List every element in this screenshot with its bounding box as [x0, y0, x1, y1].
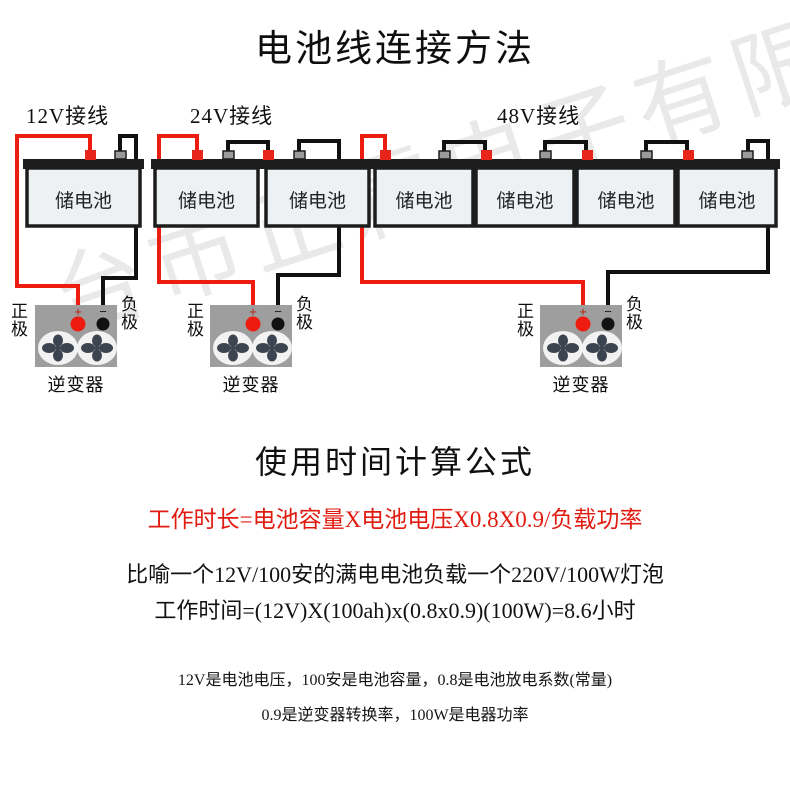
battery-label: 储电池: [177, 191, 235, 212]
section-label-24v: 24V接线: [190, 104, 274, 128]
inverter-name-label: 逆变器: [47, 375, 105, 395]
section-label-48v: 48V接线: [497, 104, 581, 128]
inverter-positive-label: 正极: [517, 302, 534, 339]
svg-text:−: −: [99, 304, 107, 319]
battery-label: 储电池: [54, 191, 112, 212]
page-title: 电池线连接方法: [255, 29, 535, 70]
inverter-negative-label: 负极: [296, 295, 313, 332]
formula-example-line-2: 工作时间=(12V)X(100ah)x(0.8x0.9)(100W)=8.6小时: [154, 598, 636, 623]
battery-label: 储电池: [597, 191, 655, 212]
inverter-negative-label: 负极: [626, 295, 643, 332]
inverter-negative-label: 负极: [121, 295, 138, 332]
battery-24v-2: [262, 150, 373, 228]
battery-label: 储电池: [698, 191, 756, 212]
battery-label: 储电池: [288, 191, 346, 212]
battery-label: 储电池: [496, 191, 554, 212]
inverter-48v: + −: [540, 304, 622, 367]
svg-text:−: −: [274, 304, 282, 319]
battery-24v-1: [151, 150, 262, 228]
formula-main: 工作时长=电池容量X电池电压X0.8X0.9/负载功率: [147, 507, 643, 532]
inverter-name-label: 逆变器: [552, 375, 610, 395]
formula-note-line-1: 12V是电池电压，100安是电池容量，0.8是电池放电系数(常量): [177, 672, 613, 689]
formula-heading: 使用时间计算公式: [254, 444, 535, 480]
svg-text:−: −: [604, 304, 612, 319]
inverter-12v: + −: [35, 304, 117, 367]
battery-48v-3: [573, 150, 679, 228]
formula-example-line-1: 比喻一个12V/100安的满电电池负载一个220V/100W灯泡: [126, 562, 664, 587]
battery-12v-1: [23, 150, 144, 228]
svg-text:+: +: [579, 304, 587, 319]
section-label-12v: 12V接线: [26, 104, 110, 128]
wiring-diagram: + − + − + −: [15, 134, 780, 367]
inverter-positive-label: 正极: [11, 302, 28, 339]
battery-48v-1: [371, 150, 477, 228]
battery-48v-2: [472, 150, 578, 228]
svg-text:+: +: [249, 304, 257, 319]
inverter-24v: + −: [210, 304, 292, 367]
svg-text:+: +: [74, 304, 82, 319]
inverter-name-label: 逆变器: [222, 375, 280, 395]
formula-note-line-2: 0.9是逆变器转换率，100W是电器功率: [261, 707, 529, 724]
inverter-positive-label: 正极: [187, 302, 204, 339]
battery-label: 储电池: [395, 191, 453, 212]
battery-48v-4: [674, 150, 780, 228]
